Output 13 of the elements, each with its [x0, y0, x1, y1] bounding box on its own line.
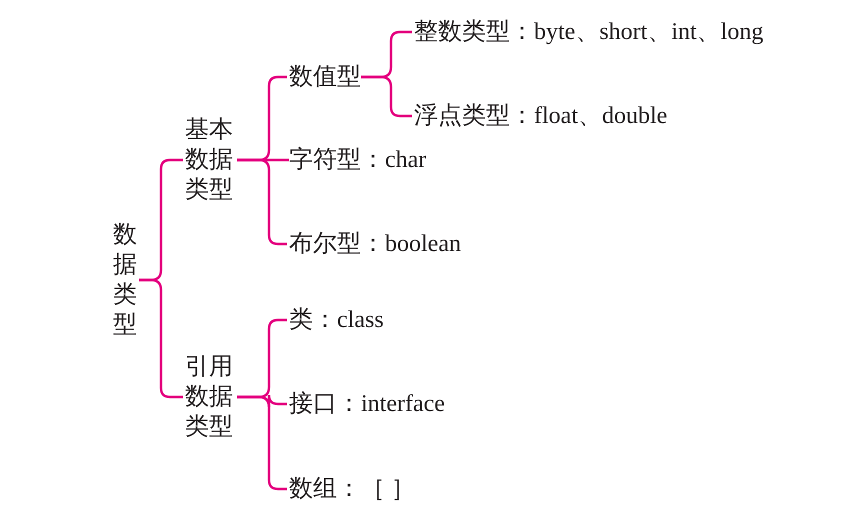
category-label: 布尔型：boolean: [289, 229, 461, 259]
category-label: 接口：interface: [289, 389, 445, 419]
category-label: 数组：［ ］: [289, 474, 415, 504]
category-label: 数据类型: [113, 220, 139, 340]
category-label: 浮点类型：float、double: [414, 101, 668, 131]
category-label: 基本数据类型: [185, 115, 237, 205]
category-label: 引用数据类型: [185, 352, 237, 442]
brace-connector: [139, 278, 183, 398]
category-label: 字符型：char: [289, 145, 426, 175]
category-label: 类：class: [289, 305, 384, 335]
category-label: 数值型: [289, 62, 361, 92]
brace-connector: [361, 76, 412, 118]
category-label: 整数类型：byte、short、int、long: [414, 17, 764, 47]
